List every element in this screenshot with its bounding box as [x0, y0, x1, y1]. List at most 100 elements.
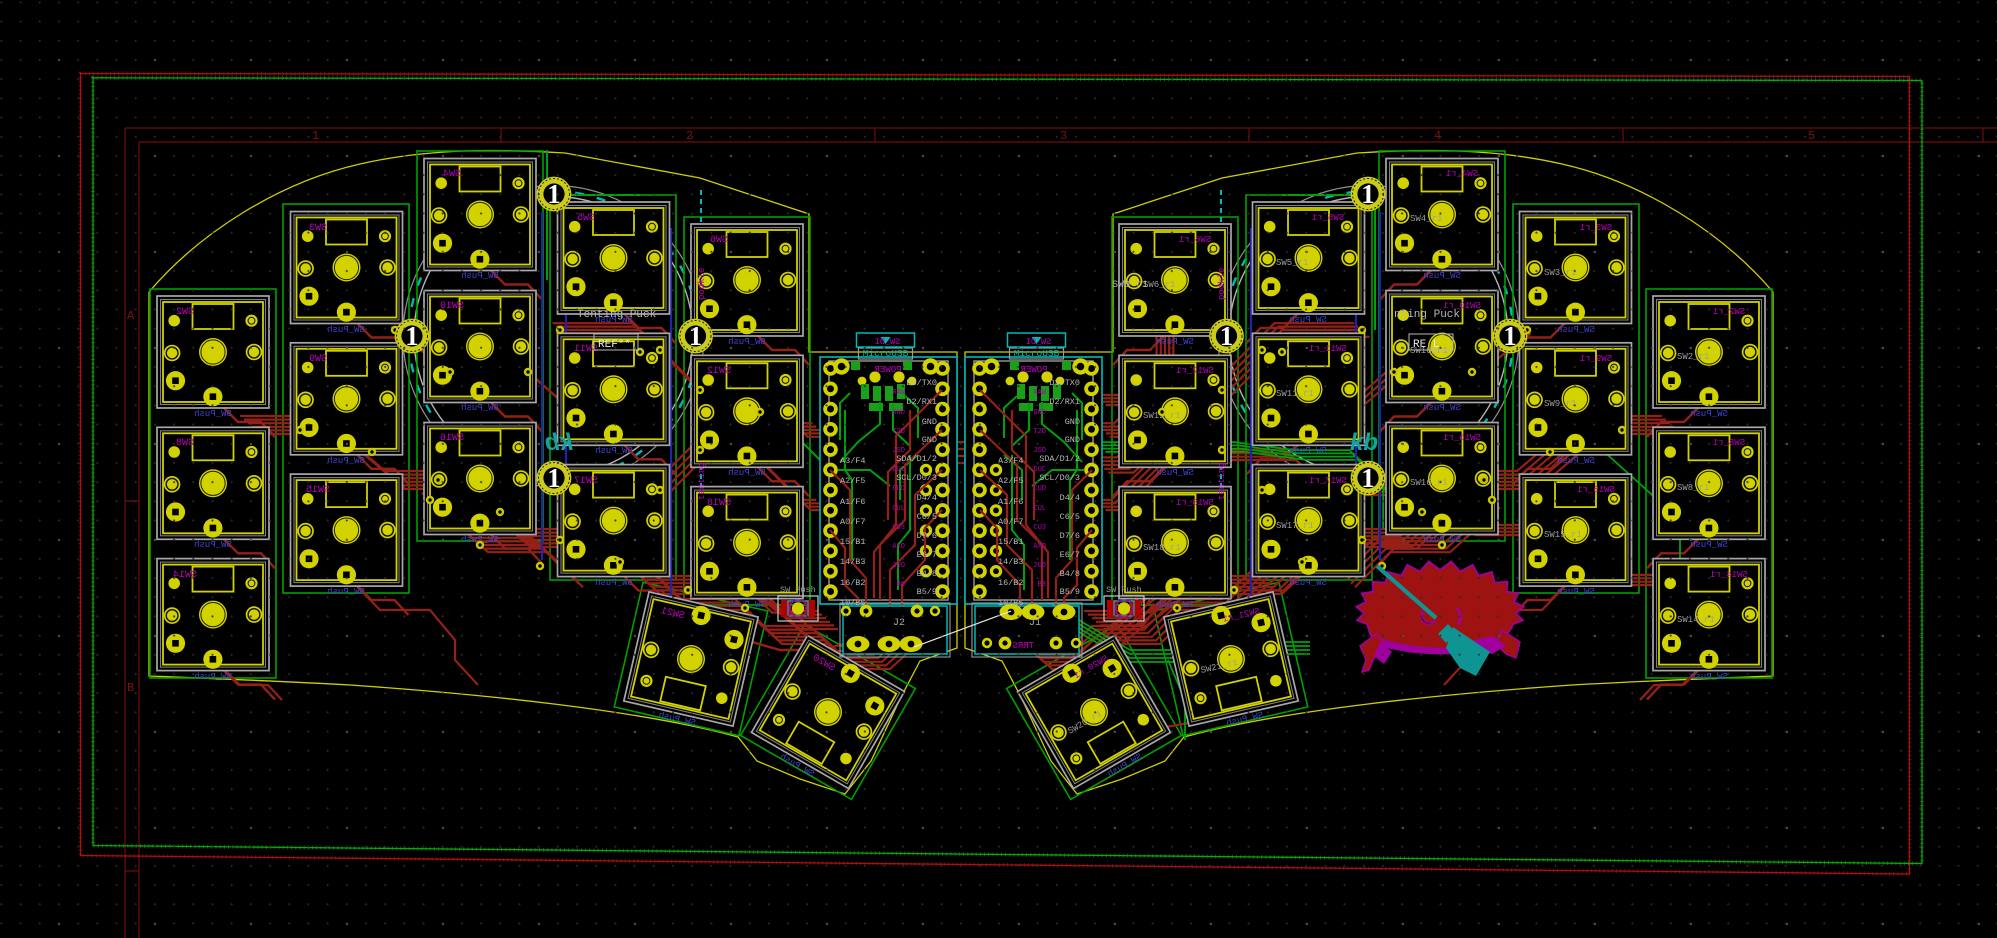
svg-text:AXO: AXO [1033, 543, 1046, 551]
svg-text:D4/4: D4/4 [1060, 493, 1080, 503]
svg-text:SW_Push: SW_Push [327, 456, 365, 466]
svg-text:SWD_r1: SWD_r1 [1112, 280, 1148, 291]
svg-text:RE L: RE L [1413, 339, 1439, 351]
svg-text:1: 1 [1361, 179, 1375, 209]
svg-text:nting Puck: nting Puck [1394, 309, 1460, 321]
svg-text:SW_Push: SW_Push [194, 672, 232, 682]
svg-text:SW_Push: SW_Push [327, 325, 365, 335]
svg-text:DUC: DUC [892, 466, 905, 474]
svg-text:tenting: tenting [1217, 462, 1227, 500]
svg-text:1: 1 [405, 321, 419, 351]
svg-text:B5/9: B5/9 [917, 587, 937, 597]
svg-text:T2D: T2D [1033, 428, 1046, 436]
svg-text:D4/4: D4/4 [917, 493, 937, 503]
svg-text:SW17_r1: SW17_r1 [1309, 476, 1347, 486]
svg-text:16/B2: 16/B2 [998, 578, 1024, 588]
svg-text:SW2_r1: SW2_r1 [1713, 307, 1745, 317]
svg-text:C6/5: C6/5 [1060, 512, 1080, 522]
svg-text:SW4_r1: SW4_r1 [1446, 169, 1478, 179]
svg-text:SW_Push: SW_Push [1289, 446, 1327, 456]
svg-text:SW2_r1: SW2_r1 [1677, 352, 1709, 362]
svg-text:kb: kb [545, 429, 573, 456]
svg-text:kb: kb [1350, 429, 1378, 456]
svg-text:SW8_r1: SW8_r1 [1713, 438, 1745, 448]
svg-text:SW_Push: SW_Push [327, 587, 365, 597]
svg-text:E6/7: E6/7 [1060, 550, 1080, 560]
svg-text:GND: GND [1065, 417, 1080, 427]
svg-text:SW14_r1: SW14_r1 [1677, 615, 1715, 625]
svg-text:SW5_r1: SW5_r1 [1312, 213, 1344, 223]
svg-text:tenting: tenting [697, 462, 707, 500]
svg-text:SW_Push: SW_Push [1557, 456, 1595, 466]
svg-text:SDA/D1/2: SDA/D1/2 [896, 454, 937, 464]
svg-text:SW14_r1: SW14_r1 [1710, 570, 1748, 580]
svg-text:JSD: JSD [1033, 447, 1046, 455]
svg-text:SW_Push: SW_Push [1156, 468, 1194, 478]
svg-text:SW14: SW14 [173, 570, 197, 581]
svg-text:SDA/D1/2: SDA/D1/2 [1039, 454, 1080, 464]
svg-text:14/B3: 14/B3 [998, 557, 1024, 567]
svg-text:1: 1 [547, 179, 561, 209]
svg-text:2UO: 2UO [892, 562, 905, 570]
svg-text:SW11_r1: SW11_r1 [1276, 389, 1314, 399]
svg-text:SW4_r1: SW4_r1 [1410, 214, 1442, 224]
svg-text:SW17: SW17 [574, 476, 598, 487]
svg-text:CUL: CUL [1033, 505, 1046, 513]
svg-text:CUD: CUD [892, 485, 905, 493]
svg-text:GND: GND [892, 409, 905, 417]
svg-text:REF**: REF** [598, 339, 631, 351]
svg-text:15/B1: 15/B1 [840, 537, 866, 547]
svg-text:A1/F6: A1/F6 [998, 497, 1024, 507]
svg-text:B5/9: B5/9 [1060, 587, 1080, 597]
svg-text:GND: GND [1033, 409, 1046, 417]
svg-text:SW3: SW3 [309, 223, 327, 234]
svg-text:SW16_r1: SW16_r1 [1443, 433, 1481, 443]
svg-text:1: 1 [312, 129, 319, 143]
svg-text:TRRS: TRRS [1012, 641, 1034, 651]
svg-text:D7/6: D7/6 [1060, 531, 1080, 541]
svg-text:A1/F6: A1/F6 [840, 497, 866, 507]
svg-text:podkle: podkle [697, 268, 707, 300]
svg-text:SW9_r1: SW9_r1 [1544, 399, 1576, 409]
svg-text:1: 1 [689, 321, 703, 351]
svg-text:CUL: CUL [892, 505, 905, 513]
svg-text:MicroUSB: MicroUSB [863, 348, 909, 359]
svg-text:SW Push: SW Push [780, 585, 816, 595]
svg-text:SW_DI: SW_DI [875, 337, 901, 347]
svg-text:D3/TX0: D3/TX0 [1049, 378, 1080, 388]
svg-text:A0/F7: A0/F7 [998, 517, 1024, 527]
svg-text:SW12: SW12 [707, 366, 731, 377]
svg-text:MicroUSB: MicroUSB [1014, 348, 1060, 359]
svg-text:SW18_r1: SW18_r1 [1176, 498, 1214, 508]
svg-text:SW2: SW2 [176, 307, 194, 318]
svg-text:JSD: JSD [892, 447, 905, 455]
svg-text:SW6_r1: SW6_r1 [1179, 235, 1211, 245]
svg-text:SW_Push: SW_Push [461, 271, 499, 281]
svg-text:RAW: RAW [1033, 389, 1046, 397]
svg-text:5: 5 [1808, 129, 1815, 143]
svg-text:SW6: SW6 [710, 235, 728, 246]
svg-text:1: 1 [1220, 321, 1234, 351]
svg-text:SW10: SW10 [440, 301, 464, 312]
svg-text:SW15: SW15 [306, 485, 330, 496]
svg-text:A2/F5: A2/F5 [840, 476, 866, 486]
svg-text:3: 3 [1060, 129, 1067, 143]
svg-text:SCL/D0/3: SCL/D0/3 [896, 473, 937, 483]
svg-text:SW3_r1: SW3_r1 [1544, 268, 1576, 278]
svg-text:SW3_r1: SW3_r1 [1580, 223, 1612, 233]
svg-text:SW_Push: SW_Push [1423, 403, 1461, 413]
svg-text:J1: J1 [1029, 618, 1041, 629]
svg-text:Tenting Puck: Tenting Puck [577, 309, 657, 321]
svg-text:4: 4 [1434, 129, 1441, 143]
svg-text:GND: GND [922, 417, 937, 427]
svg-text:SW18: SW18 [707, 498, 731, 509]
svg-text:E6/7: E6/7 [917, 550, 937, 560]
svg-text:SW_Push: SW_Push [194, 409, 232, 419]
svg-text:B8: B8 [897, 581, 905, 589]
svg-text:SW5_r1: SW5_r1 [1276, 258, 1308, 268]
svg-text:D2/RX1: D2/RX1 [906, 397, 937, 407]
svg-text:A: A [127, 309, 135, 323]
svg-text:1: 1 [1361, 463, 1375, 493]
svg-text:CU3: CU3 [1033, 524, 1046, 532]
svg-text:SW16_r1: SW16_r1 [1410, 478, 1448, 488]
